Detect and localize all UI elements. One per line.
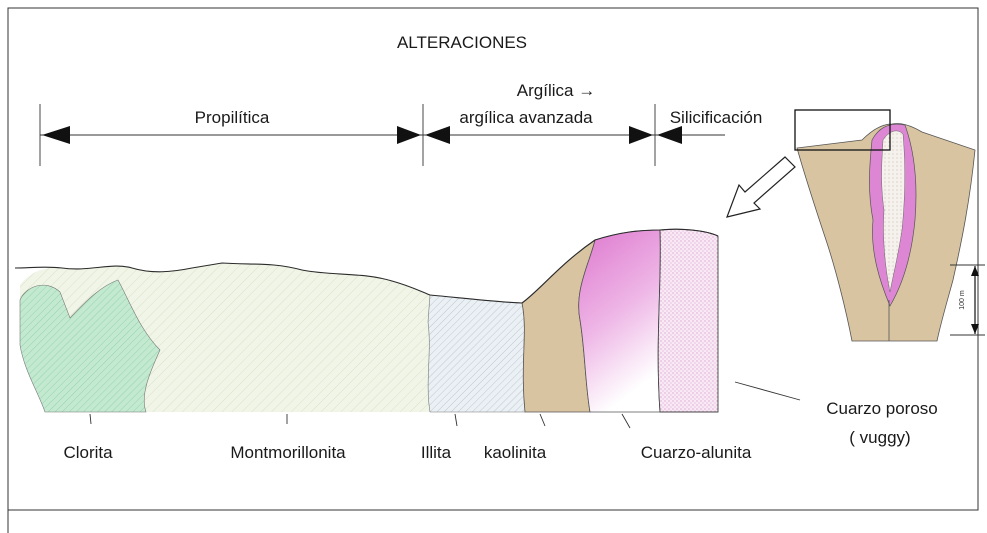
cuarzo-alunita-zone [578, 229, 661, 413]
illita-leader [454, 413, 458, 427]
diagram-title: ALTERACIONES [397, 33, 527, 52]
kaolinita-leader [539, 413, 546, 427]
arrowhead-left-icon [425, 126, 450, 144]
label-leaders [89, 381, 801, 429]
cross-section [14, 228, 719, 413]
zone-label-propilitica: Propilítica [195, 108, 270, 127]
arrowhead-left-icon [42, 126, 70, 144]
zone-label-argilica-line1: Argílica → [517, 81, 595, 100]
zoom-arrow-icon [726, 156, 796, 218]
mineral-label-illita: Illita [421, 443, 452, 462]
mineral-label-cuarzo-poroso: Cuarzo poroso [826, 399, 938, 418]
cuarzo-poroso-leader [734, 381, 801, 401]
scale-bar: 100 m [950, 264, 985, 336]
arrowhead-right-icon [397, 126, 421, 144]
arrowhead-left-icon [657, 126, 682, 144]
illita-zone [427, 294, 526, 413]
clorita-leader [89, 413, 92, 425]
arrowhead-right-icon [629, 126, 653, 144]
figure-frame [7, 7, 979, 511]
mineral-label-clorita: Clorita [63, 443, 113, 462]
ground-surface-line [14, 228, 719, 304]
cuarzo-poroso-zone [657, 228, 719, 413]
mineral-label-cuarzo-alunita: Cuarzo-alunita [641, 443, 752, 462]
inset-vuggy-core [881, 130, 906, 293]
scale-arrow-down-icon [971, 324, 979, 334]
scale-arrow-up-icon [971, 266, 979, 276]
zone-label-argilica-line2: argílica avanzada [459, 108, 593, 127]
mineral-label-kaolinita: kaolinita [484, 443, 547, 462]
mineral-label-vuggy: ( vuggy) [849, 428, 910, 447]
zone-dimension-lines [39, 104, 725, 166]
vein-inset [726, 109, 976, 342]
clorita-zone [19, 279, 161, 413]
zone-label-silicificacion: Silicificación [670, 108, 763, 127]
mineral-label-montmorillonita: Montmorillonita [230, 443, 346, 462]
inset-detail-box [794, 109, 891, 151]
scale-bar-label: 100 m [959, 290, 966, 310]
cuarzo-alunita-leader [621, 413, 631, 429]
